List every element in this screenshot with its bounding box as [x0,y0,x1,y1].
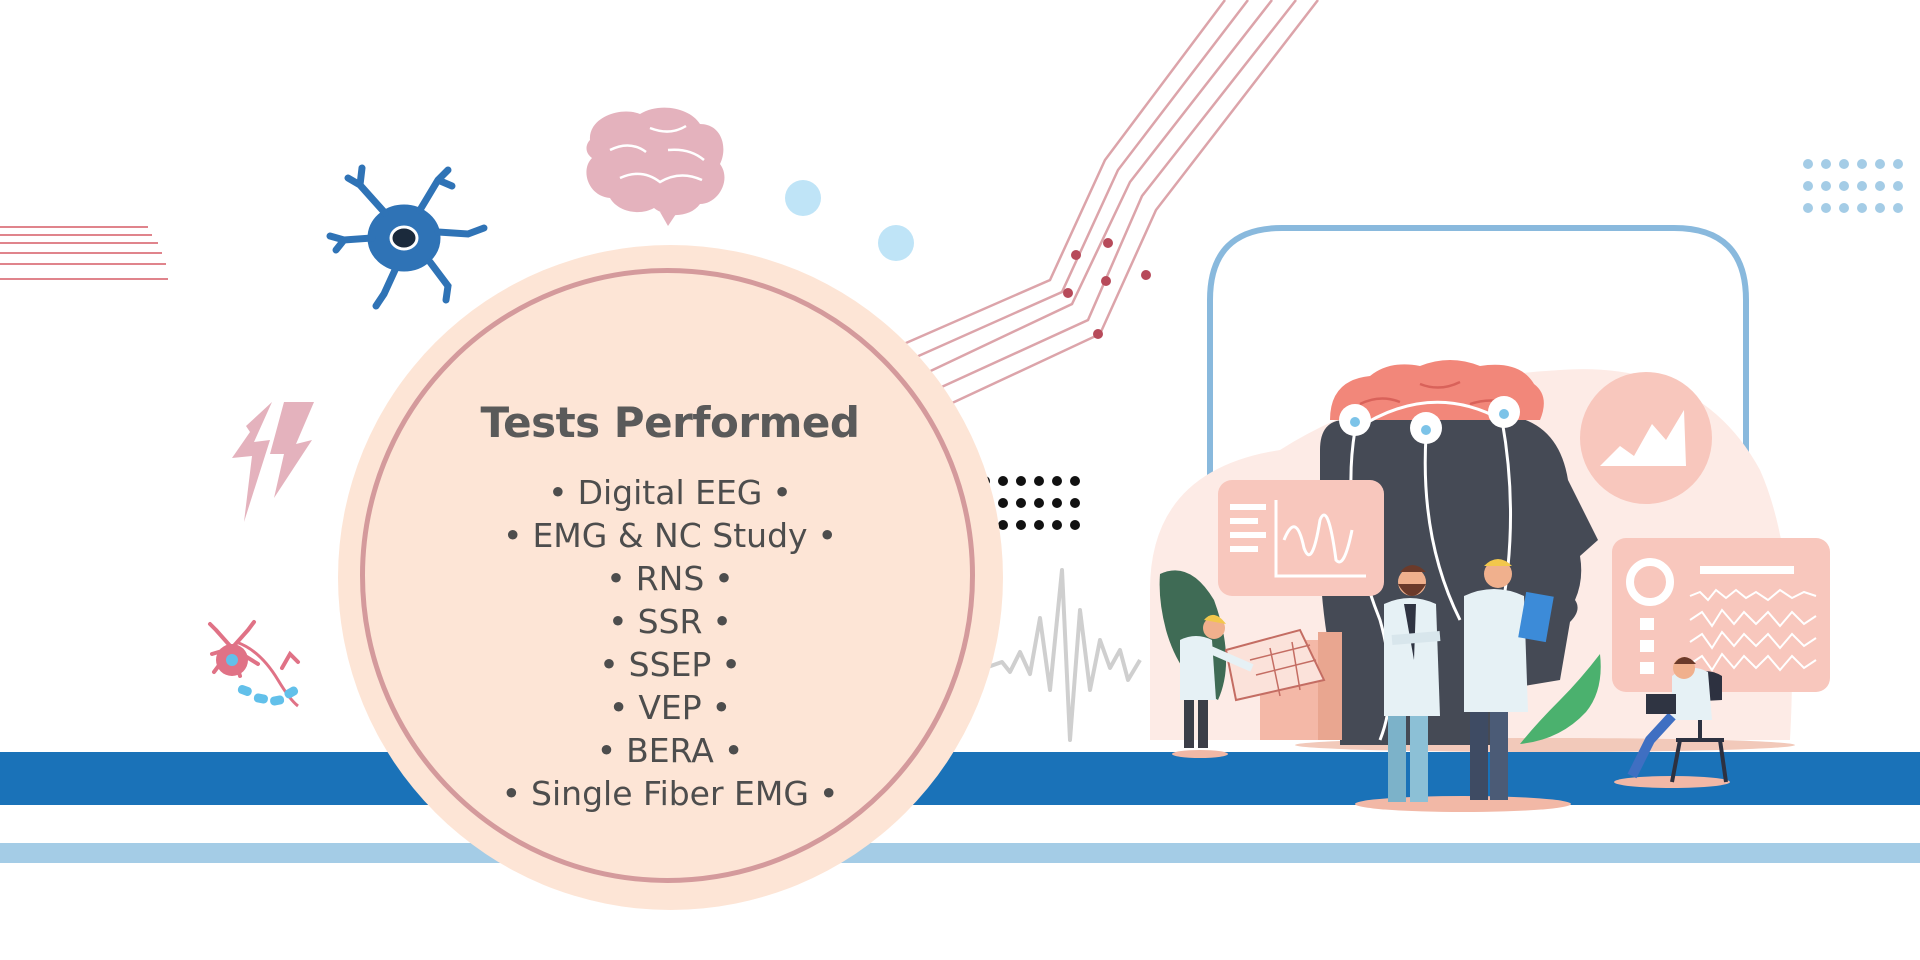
test-item: •Digital EEG• [548,473,792,512]
tests-panel: Tests Performed •Digital EEG• •EMG & NC … [440,398,900,815]
doctor-figure [1384,565,1441,802]
panel-title: Tests Performed [480,398,860,447]
bubble-dot [878,225,914,261]
test-item: •RNS• [606,559,734,598]
circuit-nodes [1063,238,1151,339]
ground-shadow [1355,796,1571,812]
tests-list: •Digital EEG• •EMG & NC Study• •RNS• •SS… [440,471,900,815]
bubble-dot [785,180,821,216]
brain-icon [586,107,725,226]
test-item: •VEP• [608,688,732,727]
wave-chart-icon [1274,500,1366,578]
tests-circle-ring [360,268,975,883]
doctor-figure [1180,614,1254,748]
dark-blue-band [0,752,1920,805]
test-item: •SSEP• [599,645,741,684]
test-item: •SSR• [608,602,732,641]
dot-grid-top-right [1803,159,1903,213]
electrode-icon [1339,396,1520,444]
doctor-figure [1464,559,1554,800]
lightning-icon [232,402,314,522]
plant-right-icon [1520,654,1601,744]
left-stripes [0,226,168,280]
donut-chart-icon [1626,558,1674,606]
report-signal-lines [1689,588,1817,672]
circuit-lines [889,0,1319,406]
growth-chart-shape [1600,410,1686,466]
ground-shadow [1172,750,1228,758]
heartbeat-icon [984,568,1142,742]
report-lines [1640,566,1794,674]
eeg-machine-icon [1224,628,1342,740]
test-item: •BERA• [596,731,744,770]
test-item: •Single Fiber EMG• [501,774,839,813]
neuron-icon [326,164,488,310]
wave-chart-legend [1230,504,1266,552]
nerve-cell-icon [208,620,300,708]
test-item: •EMG & NC Study• [502,516,838,555]
seated-doctor-figure [1627,657,1728,783]
illustration-frame [1207,225,1749,540]
